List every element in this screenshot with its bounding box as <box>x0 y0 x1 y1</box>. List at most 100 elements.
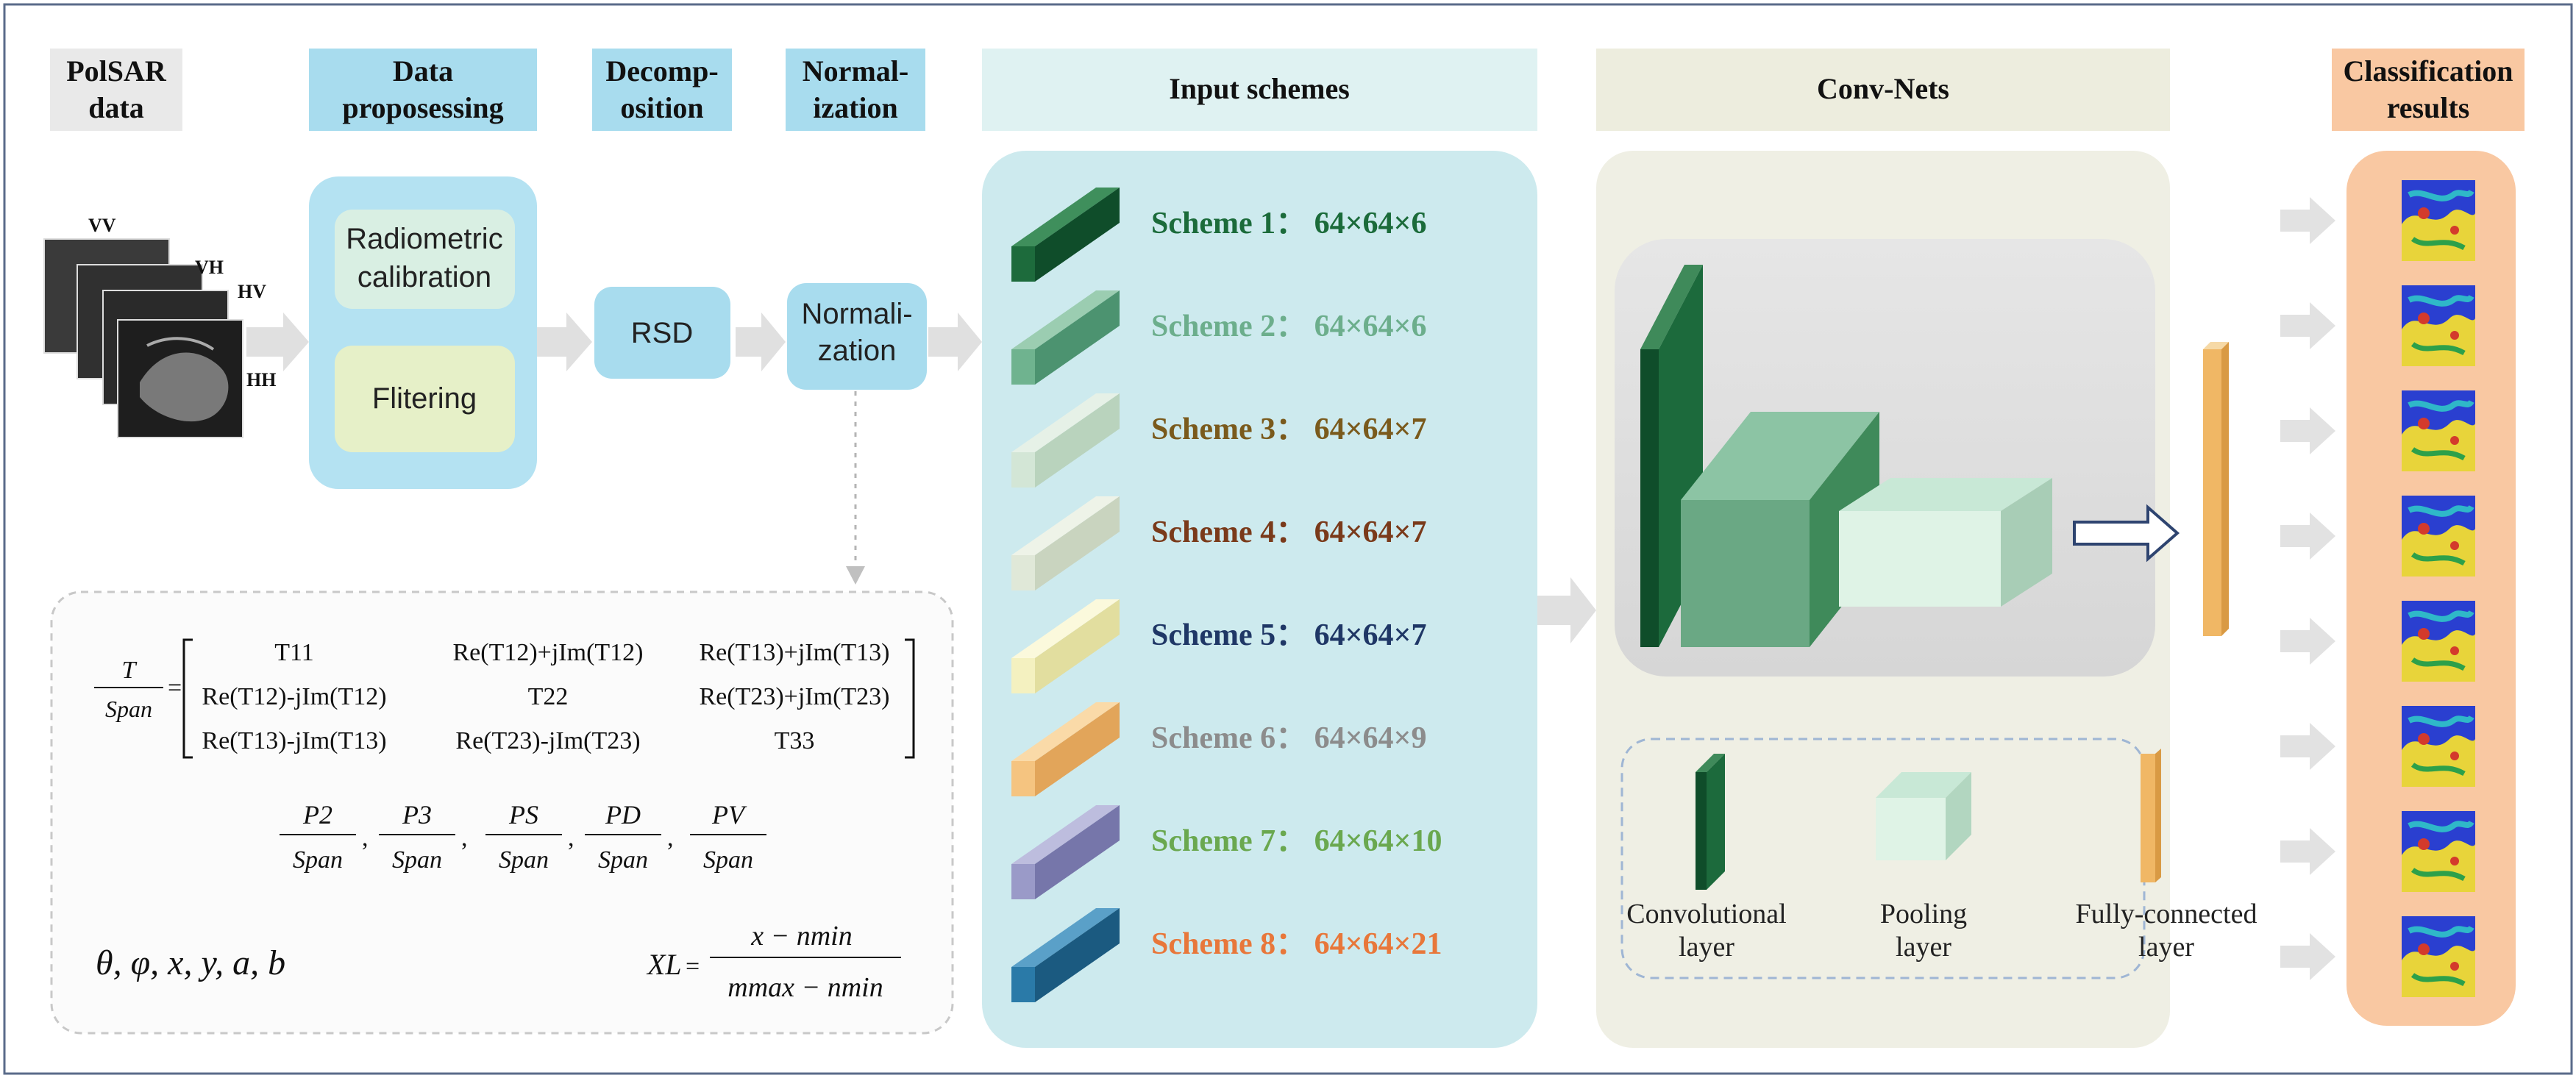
processing-panel: Radiometric calibration Flitering <box>309 176 537 489</box>
scheme-prism-front <box>1011 761 1035 796</box>
flow-arrows <box>246 313 1596 643</box>
svg-text:,: , <box>667 824 674 852</box>
scheme-prism-front <box>1011 349 1035 385</box>
classification-map-5 <box>2402 601 2475 682</box>
formula-panel: T Span = T11 Re(T12)+jIm(T12) Re(T13)+jI… <box>50 590 954 1035</box>
header-results-line2: results <box>2387 91 2470 124</box>
scheme-item-5: Scheme 5： 64×64×7 <box>1011 599 1427 693</box>
ratio-den-5: Span <box>703 846 753 874</box>
classification-map-3 <box>2402 390 2475 471</box>
result-arrow <box>2280 933 2335 980</box>
matrix-r2c2: T22 <box>528 683 569 710</box>
scheme-prism-side <box>1035 290 1120 385</box>
matrix-r3c1: Re(T13)-jIm(T13) <box>202 727 386 754</box>
classification-map-7 <box>2402 811 2475 892</box>
matrix-r1c1: T11 <box>274 639 314 666</box>
scheme-prism-side <box>1035 908 1120 1002</box>
result-arrow <box>2280 618 2335 665</box>
normalization-line1: Normali- <box>801 298 912 330</box>
scheme-prism-top <box>1011 805 1120 864</box>
scheme-prism-top <box>1011 393 1120 452</box>
legend-fc: Fully-connected layer <box>2076 749 2257 963</box>
scheme-label: Scheme 5： 64×64×7 <box>1151 618 1427 652</box>
header-conv-nets-label: Conv-Nets <box>1817 72 1949 105</box>
scheme-label: Scheme 8： 64×64×21 <box>1151 927 1442 961</box>
scheme-prism-side <box>1035 805 1120 899</box>
scheme-item-7: Scheme 7： 64×64×10 <box>1011 805 1442 899</box>
legend-conv: Convolutional layer <box>1626 754 1787 963</box>
conv-nets-panel: Convolutional layer Pooling layer Fully-… <box>1596 151 2257 1048</box>
header-decomposition: Decomp- osition <box>592 49 732 131</box>
svg-text:=: = <box>168 674 182 702</box>
legend-fc-line2: layer <box>2138 932 2194 963</box>
lhs-numerator: T <box>122 657 138 684</box>
header-input-schemes: Input schemes <box>982 49 1537 131</box>
rsd-label: RSD <box>631 317 693 349</box>
matrix-r1c2: Re(T12)+jIm(T12) <box>453 639 644 666</box>
layer-vv-label: VV <box>88 215 116 236</box>
legend-pool-line2: layer <box>1896 932 1951 963</box>
result-arrow <box>2280 302 2335 349</box>
legend-fc-line1: Fully-connected <box>2076 899 2257 929</box>
rsd-box: RSD <box>594 287 730 379</box>
header-normalization-line2: ization <box>813 91 898 124</box>
header-processing-line2: proposessing <box>342 91 503 124</box>
ratio-den-2: Span <box>392 846 442 874</box>
header-results: Classification results <box>2332 49 2525 131</box>
scheme-prism-top <box>1011 908 1120 967</box>
svg-text:,: , <box>362 824 369 852</box>
scheme-prism-front <box>1011 658 1035 693</box>
classification-map-4 <box>2402 496 2475 577</box>
matrix-r2c3: Re(T23)+jIm(T23) <box>700 683 890 710</box>
scheme-prism-side <box>1035 496 1120 590</box>
pooling-layer-block-2 <box>1839 478 2052 607</box>
scheme-prism-side <box>1035 599 1120 693</box>
polsar-image-stack: VV VH HV HH <box>43 215 276 438</box>
header-decomposition-line1: Decomp- <box>605 54 718 88</box>
header-input-schemes-label: Input schemes <box>1169 72 1350 105</box>
matrix-r3c3: T33 <box>775 727 815 754</box>
scheme-prism-top <box>1011 496 1120 555</box>
scheme-item-1: Scheme 1： 64×64×6 <box>1011 188 1427 282</box>
header-normalization: Normal- ization <box>786 49 925 131</box>
ratio-pv: PV <box>711 800 747 829</box>
layer-vh-label: VH <box>195 257 224 278</box>
layer-hh-label: HH <box>246 369 276 390</box>
header-processing-line1: Data <box>393 54 453 88</box>
connector-arrowhead <box>846 566 865 585</box>
result-arrows <box>2280 197 2335 980</box>
scheme-prism-side <box>1035 393 1120 488</box>
scheme-prism-front <box>1011 452 1035 488</box>
classification-map-8 <box>2402 916 2475 997</box>
legend-conv-line1: Convolutional <box>1626 899 1786 929</box>
xl-symbol: XL <box>646 948 682 981</box>
legend-conv-line2: layer <box>1679 932 1734 963</box>
ratio-den-3: Span <box>499 846 549 874</box>
header-results-line1: Classification <box>2343 54 2513 88</box>
scheme-item-8: Scheme 8： 64×64×21 <box>1011 908 1442 1002</box>
ratio-pd: PD <box>605 800 641 829</box>
svg-text:=: = <box>686 953 700 980</box>
ratio-p2: P2 <box>302 800 332 829</box>
scheme-prism-top <box>1011 188 1120 246</box>
lhs-denominator: Span <box>105 696 152 722</box>
xl-denominator: mmax − nmin <box>727 972 883 1003</box>
result-arrow <box>2280 407 2335 454</box>
header-conv-nets: Conv-Nets <box>1596 49 2170 131</box>
header-polsar: PolSAR data <box>50 49 182 131</box>
matrix-r3c2: Re(T23)-jIm(T23) <box>455 727 640 754</box>
result-arrow <box>2280 828 2335 875</box>
power-ratios: P2 Span , P3 Span , PS Span , PD Span , … <box>280 800 766 874</box>
result-arrow <box>2280 197 2335 244</box>
scheme-prism-front <box>1011 555 1035 590</box>
normalization-box: Normali- zation <box>787 283 927 390</box>
scheme-prism-side <box>1035 702 1120 796</box>
scheme-prism-front <box>1011 967 1035 1002</box>
xl-numerator: x − nmin <box>750 921 853 952</box>
classification-map-1 <box>2402 180 2475 261</box>
classification-map-2 <box>2402 285 2475 366</box>
scheme-item-4: Scheme 4： 64×64×7 <box>1011 496 1427 590</box>
